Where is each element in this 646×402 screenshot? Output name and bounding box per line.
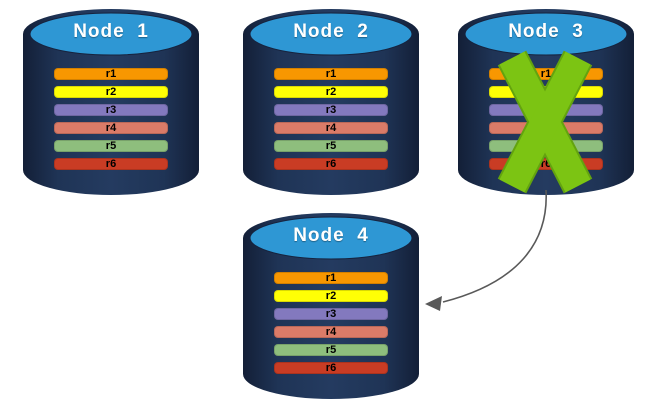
row-r1: r1 [274,68,388,80]
row-r4: r4 [274,122,388,134]
node-2: Node 2 r1 r2 r3 r4 r5 r6 [242,8,420,196]
row-r3: r3 [274,308,388,320]
row-r4: r4 [274,326,388,338]
node-3: Node 3 r1 r2 r3 r4 r5 r6 [457,8,635,196]
row-r5: r5 [274,344,388,356]
row-r1: r1 [54,68,168,80]
row-r2: r2 [274,290,388,302]
row-r4: r4 [54,122,168,134]
row-r5: r5 [274,140,388,152]
node-1: Node 1 r1 r2 r3 r4 r5 r6 [22,8,200,196]
database-cylinder-icon [23,9,199,195]
row-r3: r3 [274,104,388,116]
row-r5: r5 [54,140,168,152]
node-title: Node 4 [293,225,369,246]
node-title: Node 3 [508,21,584,42]
node-title: Node 1 [73,21,149,42]
node-4: Node 4 r1 r2 r3 r4 r5 r6 [242,212,420,400]
row-r6: r6 [274,158,388,170]
node-title: Node 2 [293,21,369,42]
green-x-icon [497,50,593,194]
row-r2: r2 [54,86,168,98]
row-r6: r6 [274,362,388,374]
row-r6: r6 [54,158,168,170]
row-r3: r3 [54,104,168,116]
row-r1: r1 [274,272,388,284]
row-stack: r1 r2 r3 r4 r5 r6 [274,272,388,380]
row-r2: r2 [274,86,388,98]
row-stack: r1 r2 r3 r4 r5 r6 [274,68,388,176]
row-stack: r1 r2 r3 r4 r5 r6 [54,68,168,176]
arrowhead-icon [425,296,442,311]
